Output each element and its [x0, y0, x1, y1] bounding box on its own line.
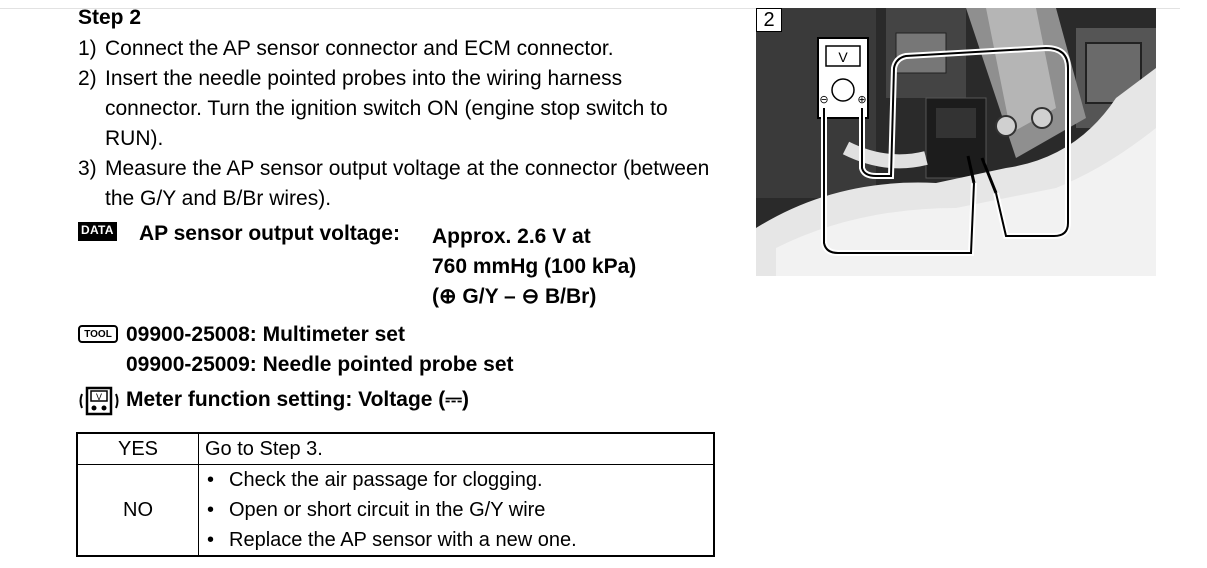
step-item-2: 2) Insert the needle pointed probes into… — [78, 64, 718, 154]
table-row: YES Go to Step 3. — [76, 432, 715, 465]
spec-label: AP sensor output voltage: — [139, 222, 400, 245]
step-title: Step 2 — [78, 6, 142, 29]
meter-letter: V — [838, 49, 848, 65]
spec-value-line: 760 mmHg (100 kPa) — [432, 255, 637, 278]
meter-label-close: ) — [462, 388, 470, 411]
result-table: YES Go to Step 3. NO • Check the air pass… — [76, 432, 715, 557]
result-line: Check the air passage for clogging. — [229, 469, 543, 491]
top-rule — [0, 8, 1180, 9]
special-tools: 09900-25008: Multimeter set 09900-25009:… — [126, 320, 514, 380]
step-number: 1) — [78, 37, 97, 60]
table-row: NO • Check the air passage for clogging. … — [76, 464, 715, 557]
meter-label-text: Meter function setting: Voltage ( — [126, 388, 446, 411]
minus-terminal-icon: ⊖ — [819, 93, 828, 106]
figure-number: 2 — [756, 8, 782, 32]
spec-value: Approx. 2.6 V at 760 mmHg (100 kPa) (⊕ G… — [432, 222, 636, 312]
tool-line: 09900-25008: Multimeter set — [126, 323, 405, 346]
spec-value-line: Approx. 2.6 V at — [432, 225, 591, 248]
list-item: • Replace the AP sensor with a new one. — [205, 525, 713, 555]
step-number: 2) — [78, 67, 97, 90]
result-value: Go to Step 3. — [198, 432, 715, 465]
step-text: Connect the AP sensor connector and ECM … — [105, 37, 614, 60]
tool-line: 09900-25009: Needle pointed probe set — [126, 353, 514, 376]
list-item: • Open or short circuit in the G/Y wire — [205, 495, 713, 525]
step-list: 1) Connect the AP sensor connector and E… — [78, 34, 718, 214]
step-number: 3) — [78, 157, 97, 180]
tool-badge-icon: TOOL — [78, 325, 118, 343]
photo-illustration: V ⊖ ⊕ — [756, 8, 1156, 276]
result-key: YES — [76, 432, 199, 465]
result-key: NO — [76, 464, 199, 557]
result-value: • Check the air passage for clogging. • Op… — [198, 464, 715, 557]
result-line: Replace the AP sensor with a new one. — [229, 529, 577, 551]
svg-text:V: V — [96, 392, 102, 402]
multimeter-icon: V — [79, 386, 119, 416]
bullet: • — [207, 529, 215, 551]
result-line: Go to Step 3. — [205, 438, 323, 460]
dc-voltage-icon: ⎓ — [445, 388, 463, 411]
list-item: • Check the air passage for clogging. — [205, 465, 713, 495]
spec-value-line: (⊕ G/Y – ⊖ B/Br) — [432, 285, 597, 308]
bullet: • — [207, 499, 215, 521]
step-item-3: 3) Measure the AP sensor output voltage … — [78, 154, 718, 214]
meter-function-setting: Meter function setting: Voltage (⎓) — [126, 388, 469, 412]
step-text: Measure the AP sensor output voltage at … — [105, 157, 710, 210]
bullet: • — [207, 469, 215, 491]
step-item-1: 1) Connect the AP sensor connector and E… — [78, 34, 718, 64]
result-line: Open or short circuit in the G/Y wire — [229, 499, 546, 521]
data-badge-icon: DATA — [78, 222, 117, 241]
manual-page: Step 2 1) Connect the AP sensor connecto… — [78, 0, 1198, 568]
plus-terminal-icon: ⊕ — [857, 93, 866, 106]
step-text: Insert the needle pointed probes into th… — [105, 67, 668, 150]
measurement-photo: V ⊖ ⊕ 2 — [756, 8, 1156, 276]
